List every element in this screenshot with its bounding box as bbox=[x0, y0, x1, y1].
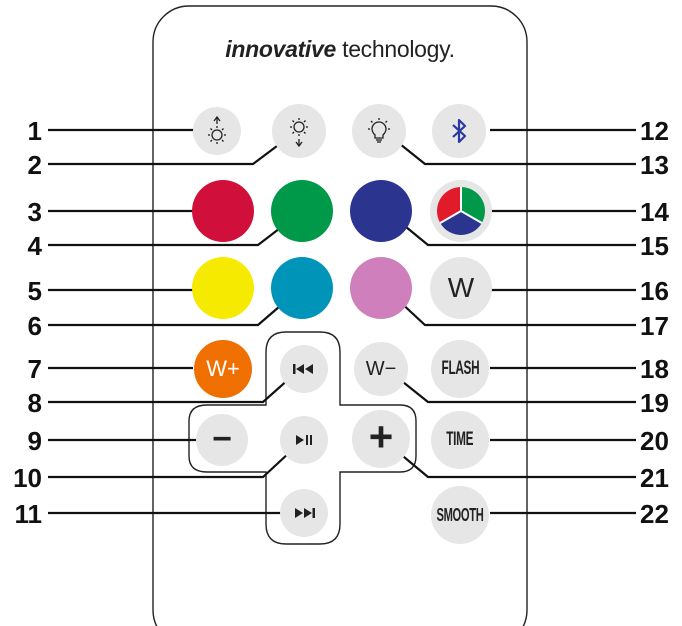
pink-button[interactable] bbox=[350, 257, 412, 319]
white-minus-button[interactable]: W− bbox=[354, 342, 408, 396]
bluetooth-button[interactable] bbox=[432, 104, 486, 158]
play-pause-icon bbox=[296, 435, 312, 445]
previous-button[interactable] bbox=[280, 345, 328, 393]
callout-19: 19 bbox=[640, 388, 669, 418]
next-button[interactable] bbox=[280, 489, 328, 537]
callout-12: 12 bbox=[640, 116, 669, 146]
green-button[interactable] bbox=[271, 180, 333, 242]
brand-logo: innovative technology. bbox=[225, 36, 455, 62]
callout-18: 18 bbox=[640, 354, 669, 384]
callout-8: 8 bbox=[27, 388, 42, 418]
minus-button[interactable]: − bbox=[196, 414, 248, 466]
callout-1: 1 bbox=[27, 116, 42, 146]
callout-15: 15 bbox=[640, 231, 669, 261]
flash-button[interactable]: FLASH bbox=[431, 340, 489, 398]
callout-3: 3 bbox=[27, 197, 42, 227]
red-button[interactable] bbox=[192, 180, 254, 242]
white-button[interactable]: W bbox=[430, 257, 492, 319]
bulb-icon bbox=[368, 118, 390, 143]
leader-lines bbox=[48, 128, 636, 515]
callout-14: 14 bbox=[640, 197, 669, 227]
yellow-button[interactable] bbox=[192, 257, 254, 319]
play-pause-button[interactable] bbox=[280, 416, 328, 464]
cyan-button[interactable] bbox=[271, 257, 333, 319]
callout-17: 17 bbox=[640, 311, 669, 341]
next-track-icon bbox=[295, 508, 315, 518]
blue-button[interactable] bbox=[350, 180, 412, 242]
brightness-down-icon bbox=[290, 118, 308, 148]
callout-20: 20 bbox=[640, 426, 669, 456]
callout-2: 2 bbox=[27, 150, 42, 180]
rgb-wheel-icon bbox=[437, 187, 485, 235]
callout-11: 11 bbox=[14, 499, 43, 529]
time-button[interactable]: TIME bbox=[431, 411, 489, 469]
white-plus-button[interactable]: W+ bbox=[194, 340, 252, 398]
callout-16: 16 bbox=[640, 276, 669, 306]
callout-6: 6 bbox=[27, 311, 42, 341]
rgb-cycle-button[interactable] bbox=[430, 180, 492, 242]
callout-4: 4 bbox=[27, 231, 42, 261]
bulb-button[interactable] bbox=[352, 104, 406, 158]
previous-track-icon bbox=[293, 364, 313, 374]
brightness-down-button[interactable] bbox=[272, 104, 326, 158]
callout-7: 7 bbox=[27, 354, 42, 384]
callout-13: 13 bbox=[640, 150, 669, 180]
callout-9: 9 bbox=[27, 426, 42, 456]
callout-22: 22 bbox=[640, 499, 669, 529]
smooth-button[interactable]: SMOOTH bbox=[431, 486, 489, 544]
dpad-outline bbox=[188, 331, 417, 545]
bluetooth-icon bbox=[452, 118, 467, 144]
callout-5: 5 bbox=[27, 276, 42, 306]
brightness-up-button[interactable] bbox=[193, 107, 241, 155]
callout-10: 10 bbox=[13, 463, 42, 493]
brightness-up-icon bbox=[208, 115, 226, 144]
callout-21: 21 bbox=[640, 463, 669, 493]
plus-button[interactable]: + bbox=[352, 410, 410, 468]
